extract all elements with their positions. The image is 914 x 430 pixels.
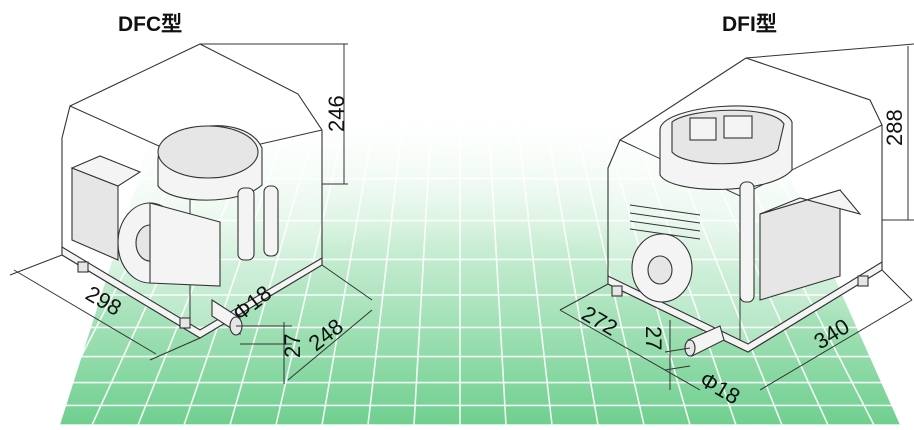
dfi-height-label: 288 [882,109,907,146]
dfc-height-label: 246 [324,95,349,132]
dfc-pipe-offset-label: 27 [280,334,305,358]
dfi-title: DFI型 [722,13,777,36]
dfi-dimension-lines [559,43,914,391]
dfi-pipe-offset-label: 27 [641,326,666,350]
dfi-blower-drawing [607,57,883,357]
dfc-dimension-lines [9,43,373,384]
dfc-blower-drawing [61,43,323,339]
dfc-title: DFC型 [118,13,183,36]
